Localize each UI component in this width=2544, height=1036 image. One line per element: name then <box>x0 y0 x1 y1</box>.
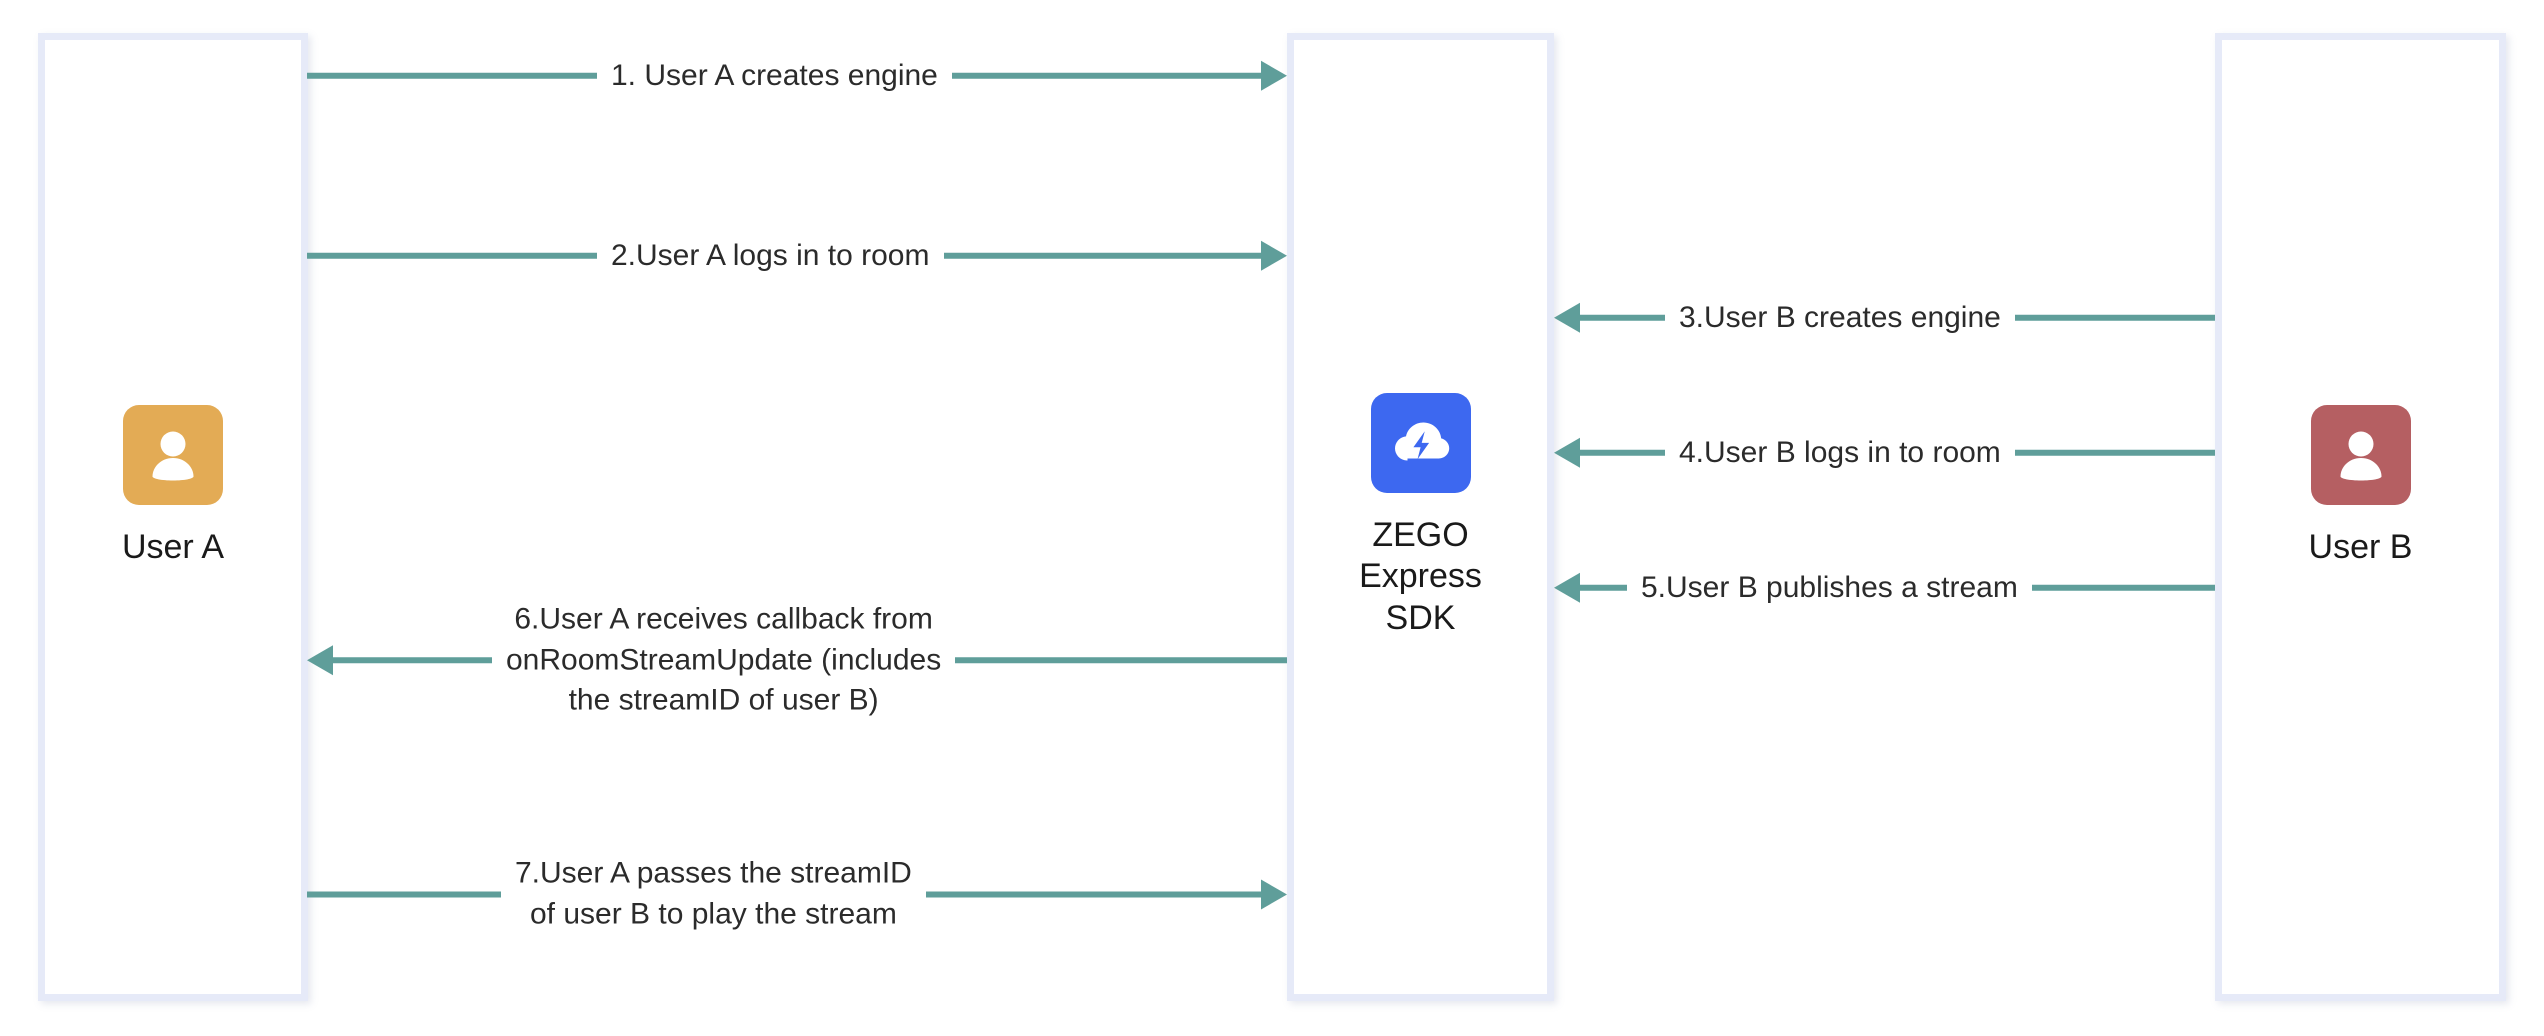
actor-label: User A <box>121 528 225 566</box>
lifeline-column-zego-express-sdk: ZEGO Express SDK <box>1287 33 1554 1001</box>
arrow-line <box>307 891 501 897</box>
arrow-line <box>307 73 597 79</box>
arrow-line <box>955 657 1287 663</box>
arrow-head-left-icon <box>307 645 333 675</box>
message-2: 2.User A logs in to room <box>307 236 1287 277</box>
message-6: 6.User A receives callback from onRoomSt… <box>307 599 1287 721</box>
avatar <box>2310 405 2411 505</box>
message-label: 4.User B logs in to room <box>1679 435 2001 469</box>
message-label: 1. User A creates engine <box>611 58 938 92</box>
arrow-line <box>307 253 597 259</box>
arrow-line <box>332 657 492 663</box>
message-label: 5.User B publishes a stream <box>1641 570 2018 604</box>
message-3: 3.User B creates engine <box>1554 298 2215 339</box>
message-label: 7.User A passes the streamID of user B t… <box>515 856 912 931</box>
cloud-lightning-icon <box>1386 408 1456 478</box>
message-4: 4.User B logs in to room <box>1554 433 2215 474</box>
arrow-head-right-icon <box>1261 241 1287 271</box>
arrow-head-left-icon <box>1554 303 1580 333</box>
person-icon <box>2329 423 2393 487</box>
actor-label: ZEGO Express SDK <box>1359 516 1482 637</box>
arrow-line <box>943 253 1262 259</box>
actor-zego-express-sdk: ZEGO Express SDK <box>1294 393 1547 639</box>
zego-logo <box>1370 393 1471 493</box>
arrow-line <box>2014 450 2215 456</box>
message-label: 3.User B creates engine <box>1679 300 2001 334</box>
arrow-head-left-icon <box>1554 438 1580 468</box>
lifeline-column-user-a: User A <box>38 33 308 1001</box>
arrow-head-left-icon <box>1554 573 1580 603</box>
actor-label: User B <box>2308 528 2413 566</box>
arrow-head-right-icon <box>1261 61 1287 91</box>
avatar <box>123 405 223 505</box>
arrow-head-right-icon <box>1261 879 1287 909</box>
lifeline-column-user-b: User B <box>2215 33 2506 1001</box>
arrow-line <box>951 73 1262 79</box>
actor-user-a: User A <box>45 405 301 568</box>
message-5: 5.User B publishes a stream <box>1554 568 2215 609</box>
message-label: 6.User A receives callback from onRoomSt… <box>506 602 942 717</box>
arrow-line <box>1579 450 1665 456</box>
arrow-line <box>2014 315 2215 321</box>
message-label: 2.User A logs in to room <box>611 238 930 272</box>
arrow-line <box>925 891 1262 897</box>
message-1: 1. User A creates engine <box>307 56 1287 97</box>
arrow-line <box>2031 585 2215 591</box>
person-icon <box>141 423 205 487</box>
actor-user-b: User B <box>2222 405 2499 568</box>
message-7: 7.User A passes the streamID of user B t… <box>307 854 1287 935</box>
arrow-line <box>1579 315 1665 321</box>
arrow-line <box>1579 585 1627 591</box>
